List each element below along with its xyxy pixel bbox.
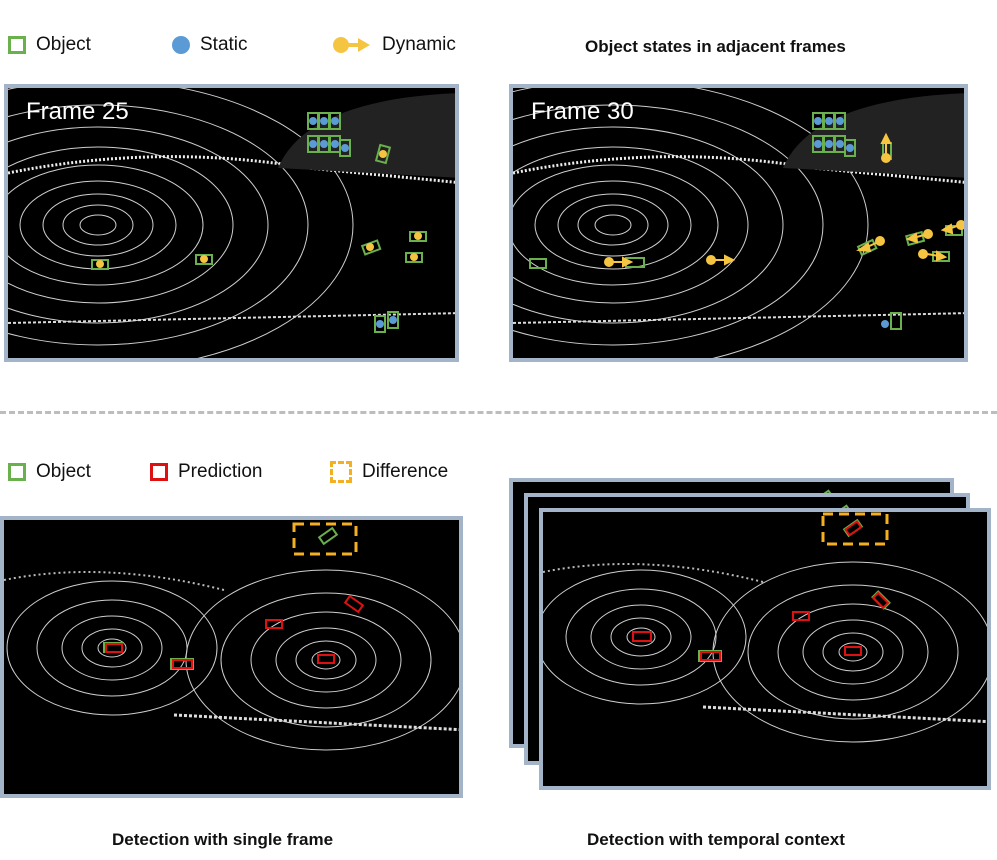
legend-object-bottom: Object [8,461,91,483]
legend-dynamic-label: Dynamic [382,34,456,55]
difference-box-icon [330,461,352,483]
temporal-panel-front [539,508,991,790]
object-box-icon [8,36,26,54]
prediction-box-icon [150,463,168,481]
legend-dynamic: Dynamic [332,34,456,56]
static-dot-icon [172,36,190,54]
legend-object-top: Object [8,34,91,56]
legend-prediction: Prediction [150,461,263,483]
top-title: Object states in adjacent frames [585,37,846,56]
legend-static: Static [172,34,248,56]
caption-single-frame: Detection with single frame [112,830,334,849]
lidar-scan-single [4,522,459,751]
legend-difference-label: Difference [362,461,449,482]
legend-prediction-label: Prediction [178,461,263,482]
object-box-icon [8,463,26,481]
legend-object-label: Object [36,34,91,55]
legend-object-label: Object [36,461,91,482]
lidar-scan-right [513,88,964,358]
legend-difference: Difference [330,461,448,483]
single-frame-panel [0,516,463,798]
frame-30-panel: Frame 30 [509,84,968,362]
legend-static-label: Static [200,34,248,55]
lidar-scan-temporal [543,512,987,743]
frame-25-label: Frame 25 [26,98,129,125]
section-divider [0,411,997,414]
caption-temporal-context: Detection with temporal context [587,830,845,849]
frame-25-panel: Frame 25 [4,84,459,362]
frame-30-label: Frame 30 [531,98,634,125]
lidar-scan-left [8,88,455,358]
dynamic-arrow-icon [333,37,370,53]
